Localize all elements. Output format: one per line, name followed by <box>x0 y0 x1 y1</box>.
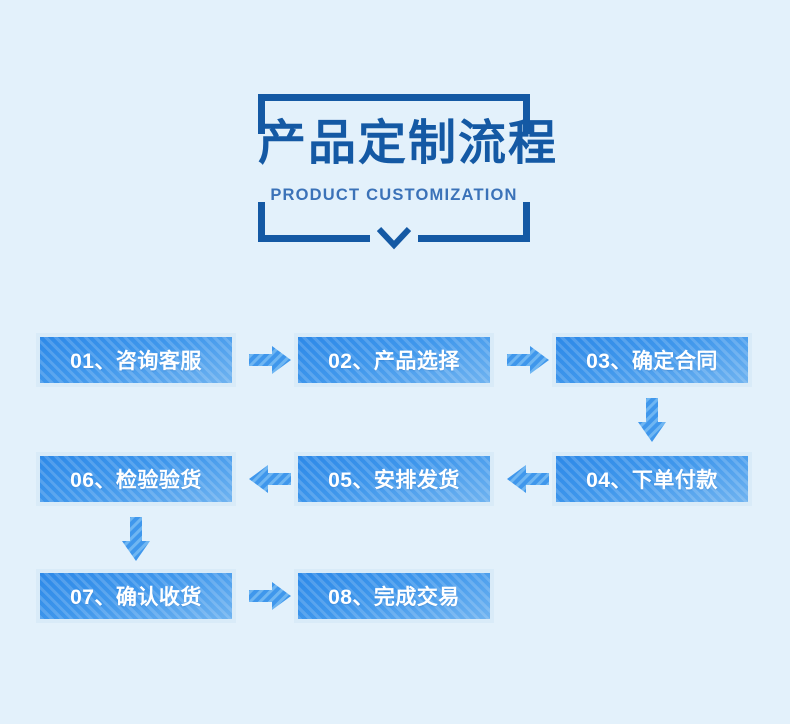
step-box-01-surface: 01、咨询客服 <box>40 337 232 383</box>
step-box-01[interactable]: 01、咨询客服 <box>36 333 236 387</box>
step-box-06-surface: 06、检验验货 <box>40 456 232 502</box>
frame-bottom-bar-right <box>418 235 530 242</box>
step-box-07-label: 07、确认收货 <box>70 586 202 609</box>
step-box-05[interactable]: 05、安排发货 <box>294 452 494 506</box>
frame-right-top-segment <box>523 94 530 134</box>
step-box-05-label: 05、安排发货 <box>328 469 460 492</box>
arrow-down-icon <box>638 398 666 442</box>
step-box-04[interactable]: 04、下单付款 <box>552 452 752 506</box>
page-title-block: 产品定制流程 PRODUCT CUSTOMIZATION <box>258 94 559 250</box>
step-box-08-surface: 08、完成交易 <box>298 573 490 619</box>
frame-right-bottom-segment <box>523 202 530 242</box>
step-box-03-label: 03、确定合同 <box>586 350 718 373</box>
frame-left-bottom-segment <box>258 202 265 242</box>
step-box-03[interactable]: 03、确定合同 <box>552 333 752 387</box>
step-box-02[interactable]: 02、产品选择 <box>294 333 494 387</box>
step-box-04-label: 04、下单付款 <box>586 469 718 492</box>
step-box-06-label: 06、检验验货 <box>70 469 202 492</box>
step-box-04-surface: 04、下单付款 <box>556 456 748 502</box>
step-box-07-surface: 07、确认收货 <box>40 573 232 619</box>
step-box-02-surface: 02、产品选择 <box>298 337 490 383</box>
frame-top-bar <box>258 94 530 101</box>
step-box-07[interactable]: 07、确认收货 <box>36 569 236 623</box>
arrow-right-icon <box>507 346 549 374</box>
arrow-left-icon <box>507 465 549 493</box>
arrow-right-icon <box>249 346 291 374</box>
page-subtitle: PRODUCT CUSTOMIZATION <box>270 186 518 204</box>
step-box-03-surface: 03、确定合同 <box>556 337 748 383</box>
page-title: 产品定制流程 <box>258 117 559 170</box>
step-box-06[interactable]: 06、检验验货 <box>36 452 236 506</box>
step-box-05-surface: 05、安排发货 <box>298 456 490 502</box>
step-box-02-label: 02、产品选择 <box>328 350 460 373</box>
step-box-01-label: 01、咨询客服 <box>70 350 202 373</box>
frame-bottom-bar-left <box>258 235 370 242</box>
step-box-08[interactable]: 08、完成交易 <box>294 569 494 623</box>
frame-left-top-segment <box>258 94 265 134</box>
arrow-down-icon <box>122 517 150 561</box>
step-box-08-label: 08、完成交易 <box>328 586 460 609</box>
chevron-down-icon <box>377 226 411 250</box>
arrow-right-icon <box>249 582 291 610</box>
arrow-left-icon <box>249 465 291 493</box>
